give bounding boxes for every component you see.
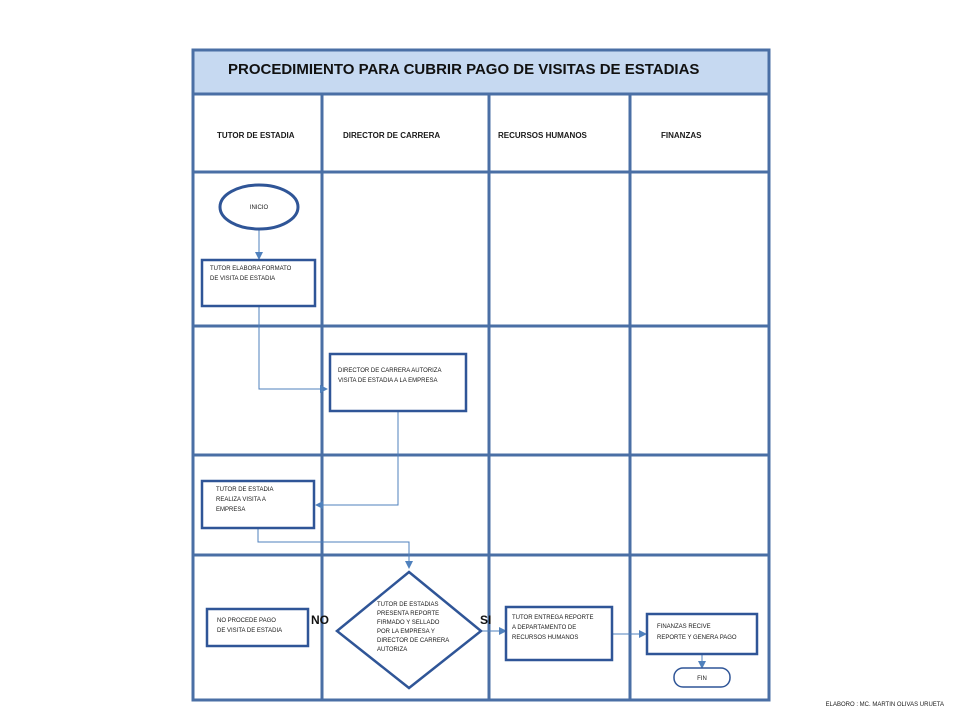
node-tutor-realiza-visita-label: TUTOR DE ESTADIA REALIZA VISITA A EMPRES… — [216, 487, 275, 513]
node-inicio-label: INICIO — [250, 205, 269, 211]
lane-header-rh: RECURSOS HUMANOS — [498, 131, 588, 140]
node-decision-label: TUTOR DE ESTADIAS PRESENTA REPORTE FIRMA… — [377, 602, 451, 653]
footer-credit: ELABORO : MC. MARTIN OLIVAS URUETA — [826, 702, 944, 708]
node-tutor-entrega — [504, 605, 614, 662]
node-finanzas-genera-pago — [645, 612, 759, 656]
label-no: NO — [311, 613, 329, 627]
arrow-elabora-autoriza — [258, 307, 328, 393]
node-director-autoriza — [328, 352, 468, 413]
node-no-procede-label: NO PROCEDE PAGO DE VISITA DE ESTADIA — [217, 618, 282, 634]
node-director-autoriza-label: DIRECTOR DE CARRERA AUTORIZA VISITA DE E… — [338, 368, 443, 384]
node-tutor-elabora — [200, 258, 317, 308]
node-finanzas-genera-pago-label: FINANZAS RECIVE REPORTE Y GENERA PAGO — [657, 624, 737, 641]
node-tutor-elabora-label: TUTOR ELABORA FORMATO DE VISITA DE ESTAD… — [210, 266, 293, 282]
node-no-procede — [205, 607, 310, 648]
label-si: SI — [480, 613, 491, 627]
node-tutor-entrega-label: TUTOR ENTREGA REPORTE A DEPARTAMENTO DE … — [512, 615, 595, 641]
page-title: PROCEDIMIENTO PARA CUBRIR PAGO DE VISITA… — [228, 61, 699, 78]
arrow-autoriza-realiza — [315, 412, 399, 509]
node-fin — [673, 667, 731, 688]
node-inicio — [218, 183, 300, 231]
connectors — [255, 229, 706, 669]
node-fin-label: FIN — [697, 676, 707, 682]
lane-header-director: DIRECTOR DE CARRERA — [343, 131, 440, 140]
swimlane-grid — [191, 92, 771, 702]
arrow-realiza-decision — [257, 529, 413, 569]
lane-header-finanzas: FINANZAS — [661, 131, 702, 140]
title-band — [191, 48, 771, 96]
node-decision — [335, 570, 483, 690]
lane-header-tutor: TUTOR DE ESTADIA — [217, 131, 295, 140]
node-tutor-realiza-visita — [200, 479, 316, 530]
